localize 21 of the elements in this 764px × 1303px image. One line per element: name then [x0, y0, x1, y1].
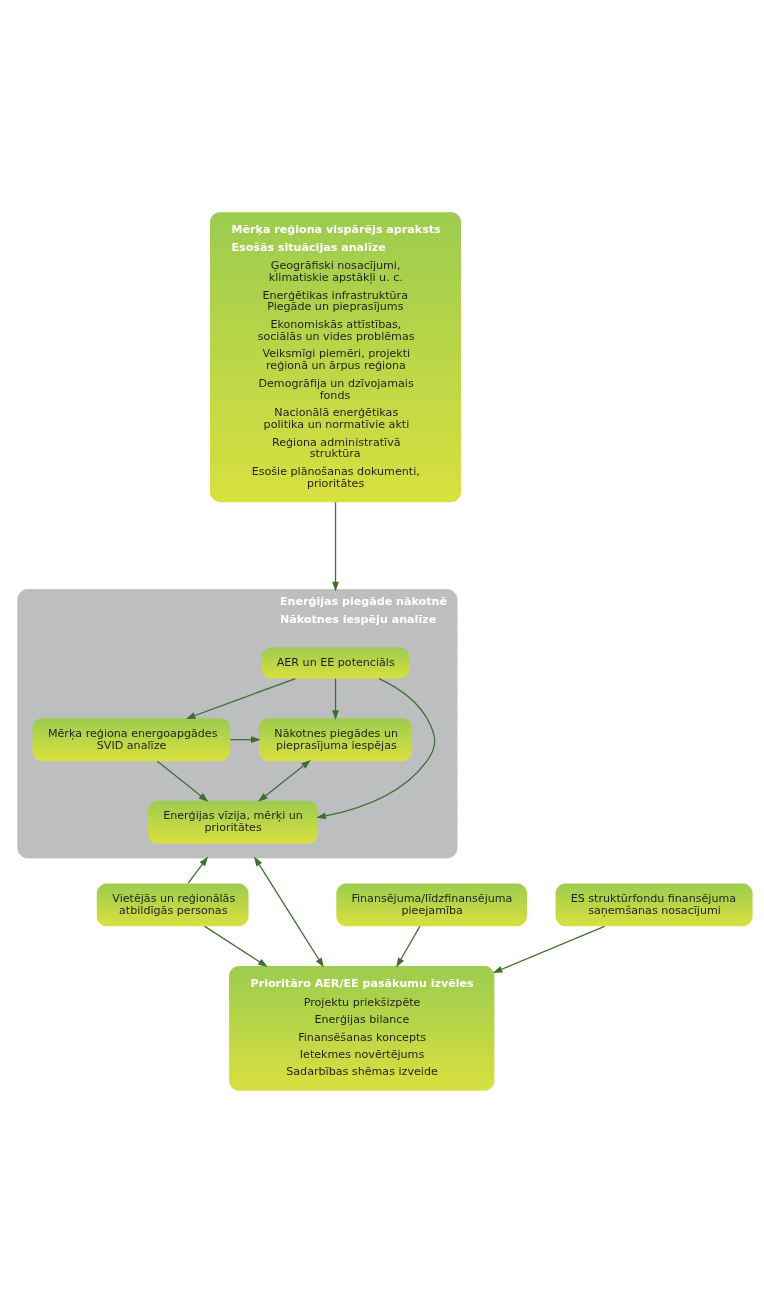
node-box: Mērķa reģiona vispārējs apraksts Esošās situācijas analīze Ģeogrāfiski nosacījumi, klimatiskie apstākļi u. c. Enerģētikas infrastruktūra Piegāde un pieprasījums Ekonomiskās attīstības, sociālās un vides problēmas Veiksmīgi piemēri, projekti reģionā un ārpus reģiona Demogrāfija un dzīvojamais fonds Nacionālā enerģētikas politika un normatīvie akti Reģiona administratīvā struktūra Esošie plānošanas dokumenti, prioritātes	[210, 212, 462, 503]
arrow	[229, 736, 261, 744]
arrow	[257, 759, 311, 802]
arrow	[332, 501, 339, 592]
arrow	[332, 678, 339, 721]
node-box: Nākotnes piegādes un pieprasījuma iespējas	[258, 718, 413, 762]
arrow	[156, 760, 209, 802]
node-box: Enerģijas vīzija, mērķi un prioritātes	[148, 800, 319, 844]
arrow	[316, 677, 436, 820]
node-box: Finansējuma/līdzfinansējuma pieejamība	[336, 883, 527, 927]
arrow	[204, 925, 268, 967]
node-box: Vietējās un reģionālās atbildīgās personas	[96, 883, 249, 927]
arrow	[254, 856, 324, 968]
arrow	[492, 925, 606, 974]
node-box: AER un EE potenciāls	[261, 647, 410, 679]
node-box: Mērķa reģiona energoapgādes SVID analīze	[32, 718, 231, 762]
node-box: Prioritāro AER/EE pasākumu izvēles Projektu priekšizpēte Enerģijas bilance Finansēšanas koncepts Ietekmes novērtējums Sadarbības shēmas izveide	[229, 966, 495, 1091]
arrow	[396, 925, 421, 968]
node-box: ES struktūrfondu finansējuma saņemšanas nosacījumi	[555, 883, 753, 927]
arrow	[185, 677, 297, 719]
arrow	[187, 856, 209, 884]
